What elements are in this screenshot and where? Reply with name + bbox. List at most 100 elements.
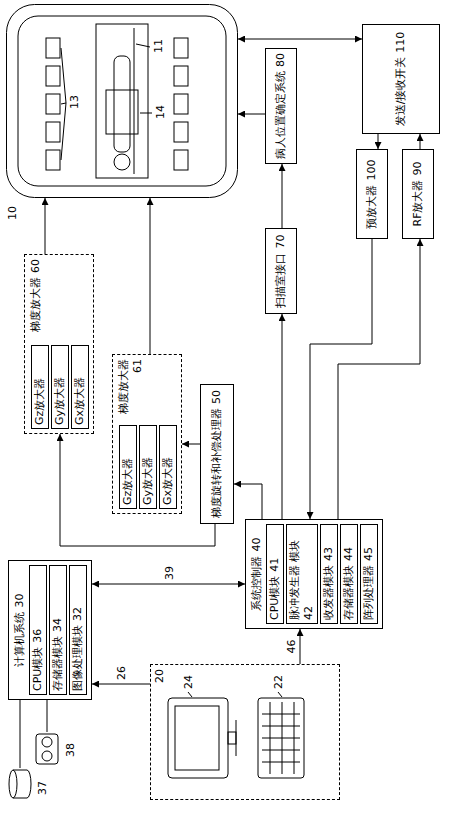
node-text: 存储器模块: [51, 636, 65, 691]
node-text: RF放大器: [411, 180, 425, 227]
controller-box: 系统控制器40CPU模块41脉冲发生器 模块42收发器模块43存储器模块44阵列…: [245, 519, 383, 629]
gradient-coil: [174, 38, 188, 58]
keyboard-symbol: [258, 698, 304, 778]
text-holder: CPU模块41: [268, 528, 282, 620]
callout-number: 11: [152, 38, 165, 54]
module-box: 图像处理模块 32: [69, 565, 87, 695]
text-holder: 图像处理模块 32: [71, 569, 85, 691]
text-holder: 10: [6, 206, 20, 220]
node-text: 32: [71, 607, 85, 621]
amplifier-box: 预放大器100: [356, 149, 388, 239]
node-text: 计算机系统: [13, 612, 27, 667]
text-holder: CPU模块36: [31, 569, 45, 691]
magnet-inner-shell: [18, 16, 226, 186]
tape-reel: [42, 737, 52, 747]
callout-number: 24: [182, 674, 195, 690]
node-text: Gx放大器: [73, 377, 87, 425]
link-number: 46: [285, 638, 298, 656]
monitor-base: [236, 720, 237, 756]
connector: [300, 629, 301, 664]
node-text: 图像处理模块: [71, 625, 85, 691]
node-text: 61: [131, 359, 145, 373]
connector: [92, 684, 150, 685]
node-text: 阵列处理器: [362, 565, 376, 620]
node-text: 100: [365, 160, 379, 181]
leader-line: [140, 113, 152, 114]
amplifier-box: RF放大器90: [402, 149, 434, 239]
leader-line: [188, 692, 192, 697]
module-box: 阵列处理器 45: [360, 524, 378, 624]
node-text: 36: [31, 629, 45, 643]
leader-line: [61, 103, 66, 104]
node-text: 病人位置确定系统: [274, 71, 288, 159]
text-holder: 预放大器100: [365, 160, 379, 229]
text-holder: 梯度放大器61: [117, 359, 145, 419]
process-box: 梯度旋转和补偿处理器50: [200, 384, 234, 524]
connector: [378, 134, 379, 149]
node-text: 43: [322, 547, 336, 561]
connector: [182, 444, 200, 445]
operator-console: 20: [150, 664, 340, 800]
leader-line: [61, 103, 66, 160]
connector: [338, 239, 420, 519]
module-list: Gz放大器Gy放大器Gx放大器: [29, 345, 89, 429]
computer-box: 计算机系统30CPU模块36存储器模块34图像处理模块32: [8, 560, 92, 700]
connector: [238, 39, 362, 40]
magnet-interior: [18, 16, 226, 186]
text-holder: 20: [153, 669, 167, 683]
connector: [234, 484, 262, 519]
magnet-assembly: 10: [6, 4, 238, 198]
link-number: 26: [115, 664, 128, 682]
module-box: Gz放大器: [31, 345, 49, 429]
node-text: 42: [302, 606, 316, 620]
gradient-coil: [174, 122, 188, 142]
patient-table: [134, 28, 135, 174]
connector: [45, 198, 46, 254]
process-box: 扫描室接口70: [265, 228, 297, 314]
node-text: 40: [250, 538, 264, 552]
amplifier-group: Gz放大器Gy放大器Gx放大器梯度放大器61: [112, 354, 182, 514]
text-holder: 扫描室接口70: [274, 235, 288, 308]
storage-devices: [9, 700, 58, 798]
tape-drive-symbol: [36, 734, 58, 764]
node-text: 45: [362, 547, 376, 561]
gradient-coil: [46, 150, 60, 170]
monitor-symbol: [168, 698, 228, 778]
text-holder: 计算机系统 30: [13, 565, 27, 695]
node-text: 80: [274, 53, 288, 67]
storage-wire: [20, 700, 21, 768]
connector: [238, 114, 265, 115]
link-number: 39: [162, 564, 175, 582]
text-holder: 梯度放大器60: [29, 259, 43, 339]
gradient-coil: [174, 150, 188, 170]
rf-coil: [106, 90, 138, 134]
monitor-stand: [228, 732, 236, 744]
magnet-outline: [6, 4, 238, 198]
node-text: 60: [29, 259, 43, 273]
node-text: 系统控制器: [250, 556, 264, 611]
text-holder: 病人位置确定系统 80: [274, 53, 288, 159]
text-holder: RF放大器90: [411, 162, 425, 227]
text-holder: 存储器模块44: [342, 528, 356, 620]
module-box: 存储器模块44: [340, 524, 358, 624]
monitor-screen: [175, 706, 219, 770]
gradient-coil: [46, 122, 60, 142]
leader-line: [61, 48, 66, 103]
callout-number: 37: [36, 780, 49, 796]
node-text: 30: [13, 594, 27, 608]
node-text: Gz放大器: [33, 378, 47, 425]
text-holder: Gz放大器: [33, 349, 47, 425]
leader-line: [136, 44, 150, 47]
node-text: 41: [268, 558, 282, 572]
node-text: 脉冲发生器 模块: [288, 540, 302, 621]
module-box: Gx放大器: [71, 345, 89, 429]
text-holder: 系统控制器 40: [250, 524, 264, 624]
text-holder: Gx放大器: [73, 349, 87, 425]
keyboard-keys: [262, 702, 300, 774]
switch-box: 发送/接收开关110: [362, 24, 440, 134]
text-holder: 梯度旋转和补偿处理器50: [210, 390, 224, 518]
node-text: 20: [153, 669, 167, 683]
gradient-coil: [46, 38, 60, 58]
callout-number: 38: [64, 742, 77, 758]
